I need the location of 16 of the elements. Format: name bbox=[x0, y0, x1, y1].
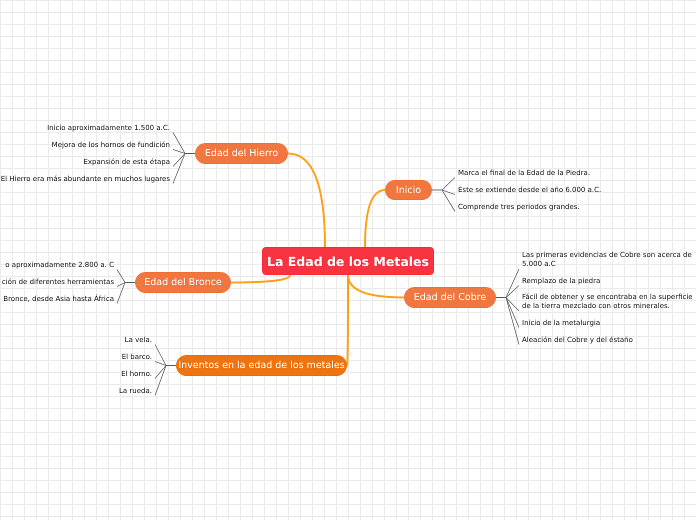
topic-pill: Edad del Cobre bbox=[404, 287, 496, 308]
connector-line bbox=[154, 365, 176, 396]
topic-pill: Edad del Bronce bbox=[135, 272, 231, 293]
branch-connector bbox=[288, 152, 326, 248]
branch-connector bbox=[346, 275, 349, 366]
branch-connector bbox=[347, 274, 404, 298]
topic-pill: Edad del Hierro bbox=[195, 143, 288, 164]
central-topic: La Edad de los Metales bbox=[262, 247, 434, 275]
connector-line bbox=[172, 153, 196, 184]
connector-line bbox=[496, 297, 520, 345]
branch-connector bbox=[364, 189, 386, 248]
branch-connector bbox=[231, 274, 291, 284]
connector-line bbox=[116, 282, 136, 304]
topic-pill: Inicio bbox=[385, 180, 432, 200]
topic-pill: Inventos en la edad de los metales bbox=[176, 355, 347, 376]
connector-line bbox=[432, 190, 456, 212]
